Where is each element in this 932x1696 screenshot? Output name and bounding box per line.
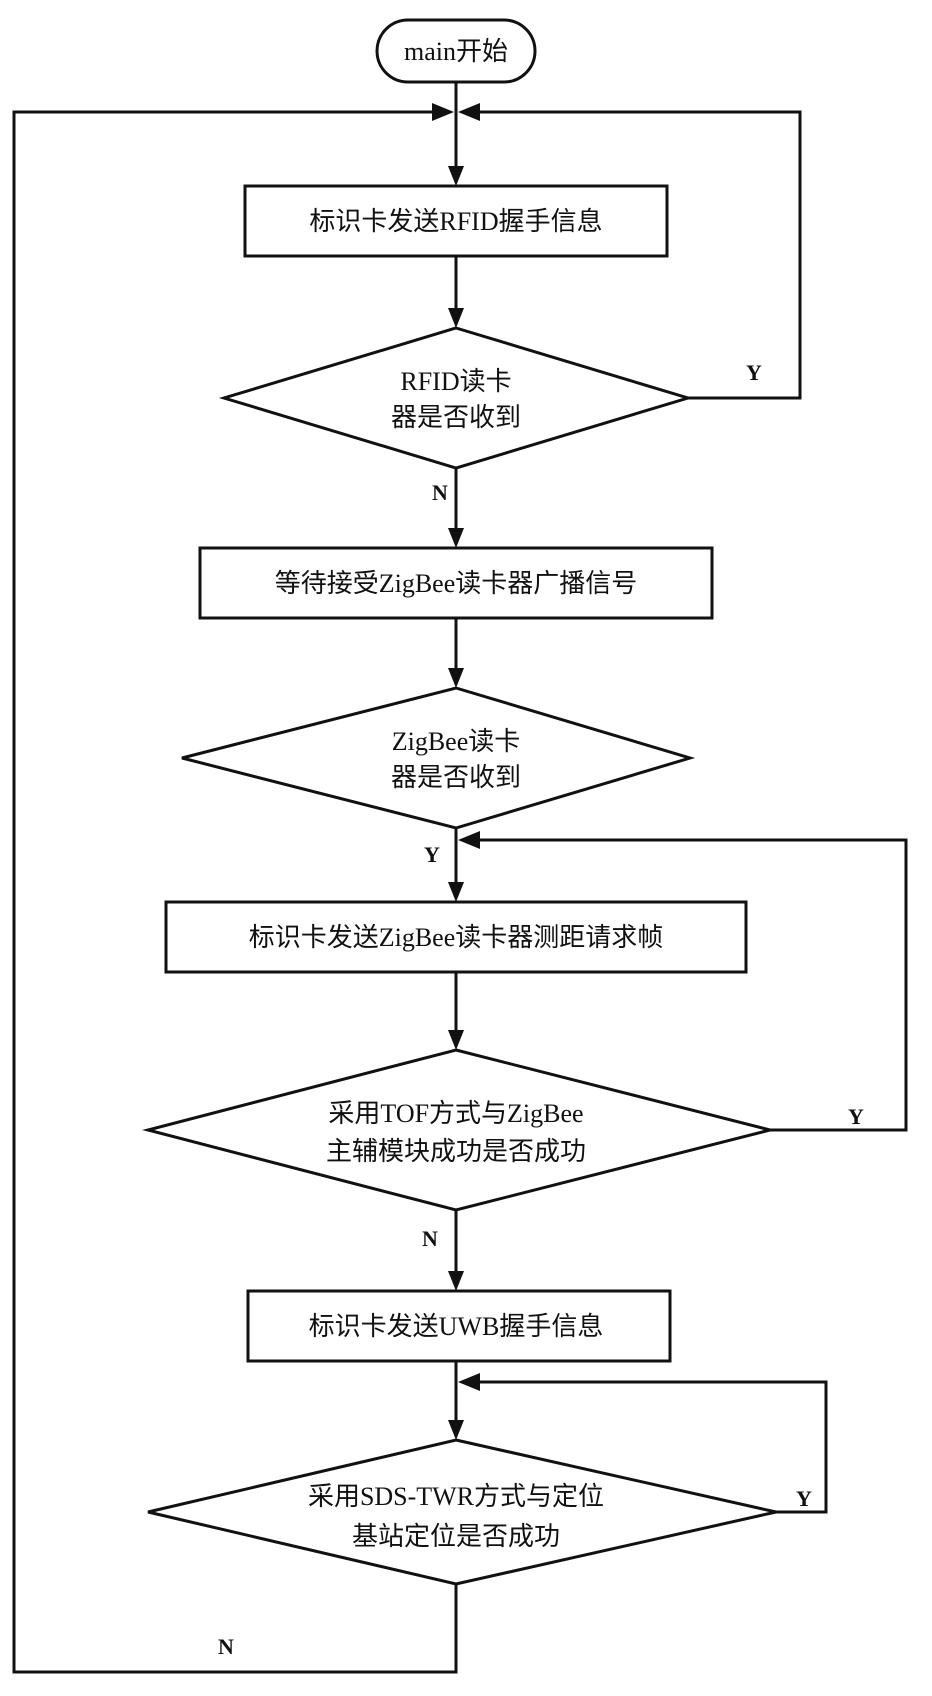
arrowhead-to-send-range (448, 882, 464, 902)
decision-tof-line1: 采用TOF方式与ZigBee (328, 1099, 583, 1128)
arrowhead-to-decision-tof (448, 1030, 464, 1050)
arrowhead-to-decision-sds (448, 1420, 464, 1440)
arrowhead-loop-sds-yes (458, 1373, 480, 1391)
decision-rfid (218, 326, 694, 470)
process-send-rfid (243, 184, 669, 258)
arrowhead-loop-tof-yes (458, 831, 480, 849)
decision-tof (142, 1048, 771, 1212)
loop-sds-no (12, 110, 458, 1674)
arrowhead-to-decision-rfid (448, 308, 464, 328)
decision-sds-twr-line2: 基站定位是否成功 (352, 1522, 560, 1551)
label-rfid-yes: Y (746, 360, 762, 385)
loop-tof-yes (476, 838, 908, 1132)
decision-zigbee-line2: 器是否收到 (391, 763, 521, 792)
arrowhead-to-send-rfid (448, 166, 464, 186)
process-send-uwb (246, 1289, 672, 1363)
decision-zigbee-line1: ZigBee读卡 (392, 727, 521, 756)
decision-rfid-line1: RFID读卡 (400, 367, 511, 396)
decision-tof-line2: 主辅模块成功是否成功 (326, 1137, 586, 1166)
loop-rfid-yes (476, 110, 802, 400)
arrowhead-loop-rfid-yes (458, 103, 480, 121)
arrowhead-to-wait-zigbee (448, 528, 464, 548)
decision-zigbee (181, 686, 696, 830)
label-tof-no: N (422, 1226, 438, 1251)
arrowhead-to-decision-zigbee (448, 668, 464, 688)
label-sds-no: N (218, 1634, 234, 1659)
decision-sds-twr (147, 1438, 777, 1586)
decision-sds-twr-line1: 采用SDS-TWR方式与定位 (308, 1482, 604, 1511)
loop-sds-yes (476, 1380, 828, 1514)
start-label: main开始 (404, 37, 508, 66)
label-rfid-no: N (432, 480, 448, 505)
decision-rfid-line2: 器是否收到 (391, 403, 521, 432)
arrowhead-to-send-uwb (448, 1271, 464, 1291)
process-send-range (164, 900, 748, 974)
arrowhead-loop-sds-no (432, 103, 454, 121)
process-send-rfid-label: 标识卡发送RFID握手信息 (309, 207, 602, 236)
process-send-uwb-label: 标识卡发送UWB握手信息 (309, 1312, 604, 1341)
label-tof-yes: Y (848, 1104, 864, 1129)
label-zigbee-yes: Y (424, 842, 440, 867)
label-sds-yes: Y (796, 1486, 812, 1511)
process-wait-zigbee-label: 等待接受ZigBee读卡器广播信号 (275, 569, 638, 598)
process-send-range-label: 标识卡发送ZigBee读卡器测距请求帧 (249, 923, 664, 952)
